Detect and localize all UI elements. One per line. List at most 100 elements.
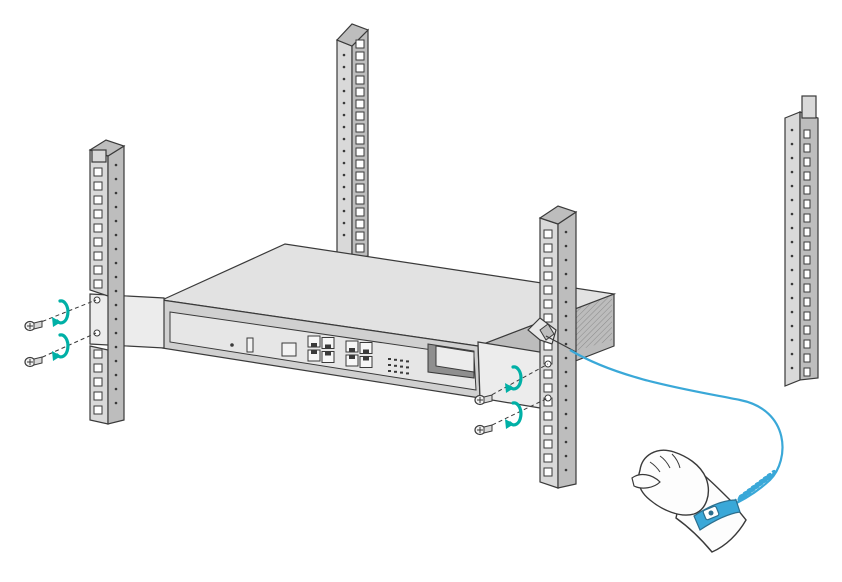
status-led <box>400 359 403 362</box>
esd-clip-icon <box>527 317 577 353</box>
rack-hole <box>93 349 103 359</box>
screw-guide-line <box>485 397 549 429</box>
rack-hole <box>355 243 365 253</box>
status-led <box>388 370 391 372</box>
status-led <box>394 358 397 361</box>
wrist-strap-icon <box>693 499 741 531</box>
rack-hole <box>803 241 811 251</box>
status-led <box>406 366 409 369</box>
rack-hole <box>803 213 811 223</box>
rack-hole <box>803 185 811 195</box>
post-holes <box>355 39 365 253</box>
rack-dot <box>564 356 568 360</box>
knuckle-lines <box>649 453 681 473</box>
port-latch <box>349 355 355 359</box>
rack-dot <box>564 272 568 276</box>
rack-hole <box>355 123 365 133</box>
screw-icon <box>24 356 43 368</box>
rack-dot <box>790 212 794 216</box>
rack-hole <box>543 425 553 435</box>
port-latch <box>311 350 317 354</box>
rack-hole <box>543 411 553 421</box>
rack-hole <box>803 227 811 237</box>
rack-hole <box>803 339 811 349</box>
port-latch <box>363 349 369 354</box>
status-led <box>394 364 397 367</box>
status-led <box>406 372 409 375</box>
rack-hole <box>543 229 553 239</box>
port-latch <box>325 344 331 349</box>
rack-dot <box>342 125 346 129</box>
thumb <box>631 473 661 489</box>
rack-dot <box>790 324 794 328</box>
rack-dot <box>342 101 346 105</box>
screw-guide-line <box>35 299 97 325</box>
clockwise-arrow-icon <box>505 401 523 429</box>
rack-dot <box>790 338 794 342</box>
rack-dot <box>114 163 118 167</box>
status-led <box>388 358 391 360</box>
bracket-screw-holes <box>93 296 101 337</box>
clockwise-arrow-icon <box>52 333 70 361</box>
rack-dot <box>114 373 118 377</box>
status-led <box>394 370 397 373</box>
post-holes <box>803 129 811 377</box>
rack-hole <box>803 353 811 363</box>
rack-hole <box>803 311 811 321</box>
rack-dot <box>114 317 118 321</box>
bracket-plate <box>89 293 165 349</box>
rack-hole <box>543 439 553 449</box>
post-top <box>335 23 370 47</box>
rack-dot <box>790 156 794 160</box>
rack-hole <box>355 99 365 109</box>
rack-dot <box>114 233 118 237</box>
rack-dot <box>790 226 794 230</box>
rack-dot <box>114 177 118 181</box>
usb-port <box>246 337 254 353</box>
expansion-slot-face <box>435 345 475 373</box>
rack-dot <box>790 282 794 286</box>
port-latch <box>349 348 355 352</box>
rack-dot <box>114 219 118 223</box>
rack-hole <box>93 209 103 219</box>
rack-hole <box>355 183 365 193</box>
rack-hole <box>355 39 365 49</box>
rack-dot <box>790 366 794 370</box>
screw-icon <box>24 320 43 332</box>
rack-hole <box>93 195 103 205</box>
hand-with-wrist-strap <box>631 449 747 553</box>
rack-hole <box>93 279 103 289</box>
rack-dot <box>564 370 568 374</box>
esd-grounding-cable <box>569 349 784 510</box>
rack-hole <box>93 405 103 415</box>
rack-hole <box>543 299 553 309</box>
rack-hole <box>355 135 365 145</box>
esd-cable-coil <box>733 469 776 505</box>
rack-hole <box>803 325 811 335</box>
rack-hole <box>543 243 553 253</box>
rack-dot <box>790 198 794 202</box>
rack-dot <box>564 412 568 416</box>
rack-dot <box>342 77 346 81</box>
rack-dot <box>114 345 118 349</box>
rack-dot <box>564 468 568 472</box>
port-latch <box>363 356 369 361</box>
rack-dot <box>114 247 118 251</box>
rack-dot <box>114 401 118 405</box>
port-latch <box>311 343 317 347</box>
rack-hole <box>93 377 103 387</box>
post-dots <box>790 128 794 370</box>
rack-dot <box>564 398 568 402</box>
rack-dot <box>342 209 346 213</box>
rack-dot <box>342 137 346 141</box>
status-led <box>406 360 409 363</box>
device-vent <box>572 296 612 352</box>
post-side <box>107 144 125 425</box>
rack-dot <box>564 328 568 332</box>
rack-dot <box>564 426 568 430</box>
status-led-grid <box>388 358 409 375</box>
power-led <box>230 343 234 347</box>
post-dots <box>564 230 568 472</box>
